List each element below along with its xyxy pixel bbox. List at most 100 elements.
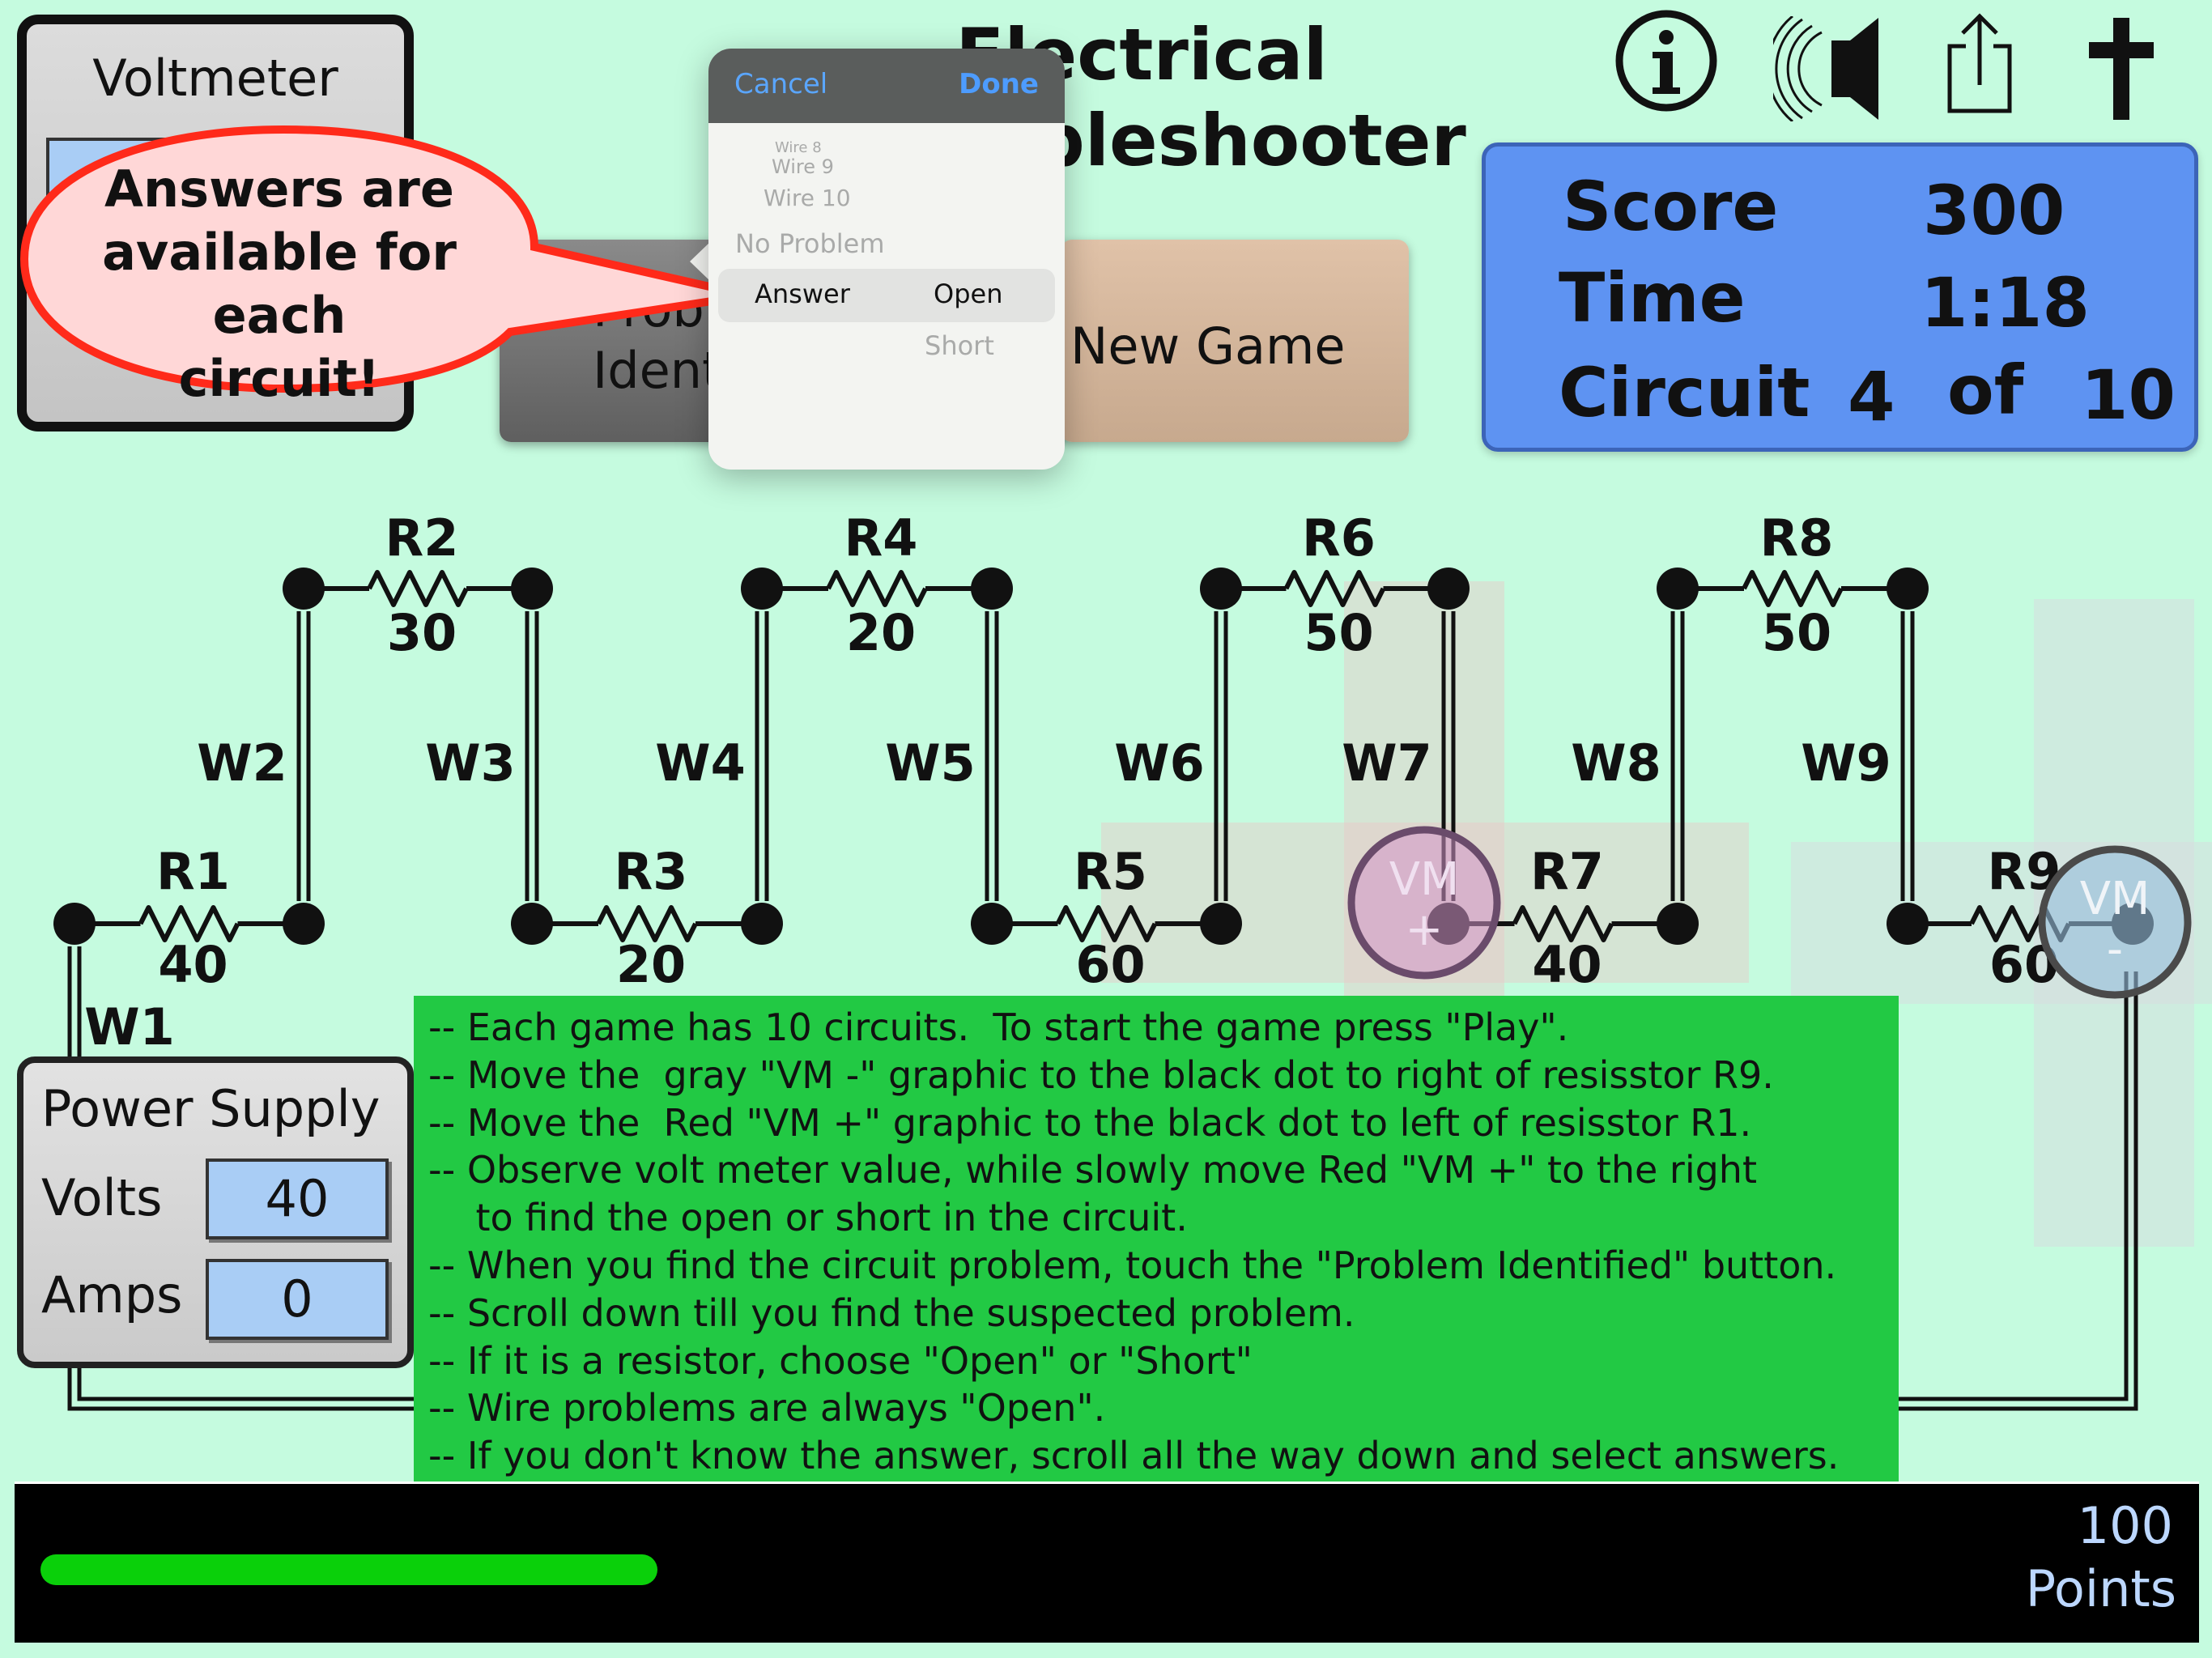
picker-row-answer[interactable]: Answer <box>755 278 850 309</box>
time-value: 1:18 <box>1921 263 2090 342</box>
terminal-dot <box>1887 568 1929 610</box>
resistor-name-label: R1 <box>156 842 230 901</box>
terminal-dot <box>971 568 1013 610</box>
power-supply-title: Power Supply <box>41 1079 381 1138</box>
picker-row[interactable]: Wire 9 <box>772 155 834 178</box>
callout-line-2: available for each <box>102 223 457 345</box>
wire-label: W6 <box>1114 733 1205 793</box>
vm-negative-label: VM - <box>2079 873 2150 976</box>
resistor-name-label: R7 <box>1530 842 1604 901</box>
wire-label: W5 <box>885 733 976 793</box>
picker-row[interactable]: Wire 10 <box>764 185 851 211</box>
circuit-number: 4 <box>1848 357 1895 436</box>
vm-positive-probe[interactable]: VM + <box>1346 824 1503 981</box>
terminal-dot <box>53 903 96 945</box>
instructions-panel: -- Each game has 10 circuits. To start t… <box>414 996 1899 1482</box>
instruction-line: to find the open or short in the circuit… <box>428 1196 1188 1240</box>
picker-arrow <box>690 241 711 282</box>
callout-bubble <box>19 125 751 393</box>
resistor-name-label: R6 <box>1302 508 1376 568</box>
info-icon[interactable] <box>1614 8 1719 113</box>
wire-label: W8 <box>1571 733 1661 793</box>
amps-label: Amps <box>41 1265 183 1324</box>
picker-row-short[interactable]: Short <box>925 330 994 361</box>
picker-row[interactable]: Wire 8 <box>775 139 822 156</box>
instruction-line: -- Observe volt meter value, while slowl… <box>428 1148 1757 1192</box>
terminal-dot <box>1200 903 1242 945</box>
points-value: 100 <box>2077 1496 2173 1555</box>
wire-label: W3 <box>425 733 516 793</box>
resistor-name-label: R4 <box>844 508 918 568</box>
wire-label: W9 <box>1801 733 1891 793</box>
resistor-name-label: R3 <box>614 842 688 901</box>
amps-value: 0 <box>206 1259 389 1340</box>
picker-row-open[interactable]: Open <box>934 278 1003 309</box>
cross-icon[interactable] <box>2085 18 2158 120</box>
picker-selection-highlight <box>718 269 1055 322</box>
terminal-dot <box>1657 568 1699 610</box>
bottom-divider <box>15 1482 2199 1488</box>
terminal-dot <box>1427 568 1470 610</box>
terminal-dot <box>1657 903 1699 945</box>
new-game-button[interactable]: New Game <box>1061 240 1409 442</box>
picker-row[interactable]: No Problem <box>735 228 885 259</box>
instruction-line: -- Each game has 10 circuits. To start t… <box>428 1005 1569 1049</box>
speaker-icon[interactable] <box>1773 16 1887 121</box>
instruction-line: -- Wire problems are always "Open". <box>428 1386 1106 1431</box>
terminal-dot <box>511 568 553 610</box>
callout-line-3: circuit! <box>178 349 381 408</box>
terminal-dot <box>283 903 325 945</box>
resistor-value-label: 60 <box>1075 935 1146 994</box>
instruction-line: -- If you don't know the answer, scroll … <box>428 1434 1840 1478</box>
volts-label: Volts <box>41 1168 163 1227</box>
resistor-value-label: 20 <box>845 603 917 662</box>
terminal-dot <box>971 903 1013 945</box>
resistor-symbol <box>369 572 466 605</box>
picker-toolbar <box>708 49 1065 123</box>
instruction-line: -- If it is a resistor, choose "Open" or… <box>428 1338 1253 1383</box>
resistor-value-label: 40 <box>158 935 228 994</box>
resistor-value-label: 30 <box>386 603 457 662</box>
vm-positive-label: VM + <box>1389 853 1460 956</box>
resistor-symbol <box>1744 572 1841 605</box>
instruction-line: -- Move the Red "VM +" graphic to the bl… <box>428 1100 1752 1145</box>
wire-label: W7 <box>1342 733 1432 793</box>
problem-picker[interactable]: Cancel Done Wire 8 Wire 9 Wire 10 No Pro… <box>708 49 1065 470</box>
terminal-dot <box>511 903 553 945</box>
points-label: Points <box>2025 1559 2176 1618</box>
time-progress-fill <box>40 1554 657 1585</box>
volts-value: 40 <box>206 1158 389 1239</box>
score-value: 300 <box>1923 171 2065 250</box>
callout-text: Answers are available for each circuit! <box>40 158 518 410</box>
picker-done-button[interactable]: Done <box>959 68 1039 100</box>
callout-line-1: Answers are <box>104 159 454 219</box>
share-icon[interactable] <box>1943 12 2016 117</box>
terminal-dot <box>741 568 783 610</box>
power-supply-panel: Power Supply Volts 40 Amps 0 <box>17 1056 414 1368</box>
picker-cancel-button[interactable]: Cancel <box>734 68 828 100</box>
resistor-value-label: 20 <box>615 935 687 994</box>
terminal-dot <box>1200 568 1242 610</box>
terminal-dot <box>283 568 325 610</box>
resistor-value-label: 50 <box>1304 603 1374 662</box>
score-label: Score <box>1563 167 1779 246</box>
resistor-symbol <box>828 572 925 605</box>
terminal-dot <box>741 903 783 945</box>
new-game-label: New Game <box>1070 317 1346 376</box>
instruction-line: -- When you find the circuit problem, to… <box>428 1243 1837 1287</box>
wire-label: W1 <box>84 997 175 1056</box>
wire-label: W2 <box>197 733 287 793</box>
resistor-value-label: 50 <box>1761 603 1832 662</box>
terminal-dot <box>1887 903 1929 945</box>
resistor-name-label: R2 <box>385 508 459 568</box>
instruction-line: -- Scroll down till you find the suspect… <box>428 1290 1355 1335</box>
instruction-line: -- Move the gray "VM -" graphic to the b… <box>428 1052 1774 1097</box>
resistor-name-label: R5 <box>1074 842 1147 901</box>
resistor-value-label: 40 <box>1532 935 1602 994</box>
wire-label: W4 <box>655 733 746 793</box>
circuit-label: Circuit <box>1559 353 1810 432</box>
circuit-total: 10 <box>2081 355 2176 435</box>
vm-negative-probe[interactable]: VM - <box>2036 844 2193 1001</box>
resistor-name-label: R8 <box>1759 508 1834 568</box>
time-progress-bar <box>40 1554 1069 1585</box>
